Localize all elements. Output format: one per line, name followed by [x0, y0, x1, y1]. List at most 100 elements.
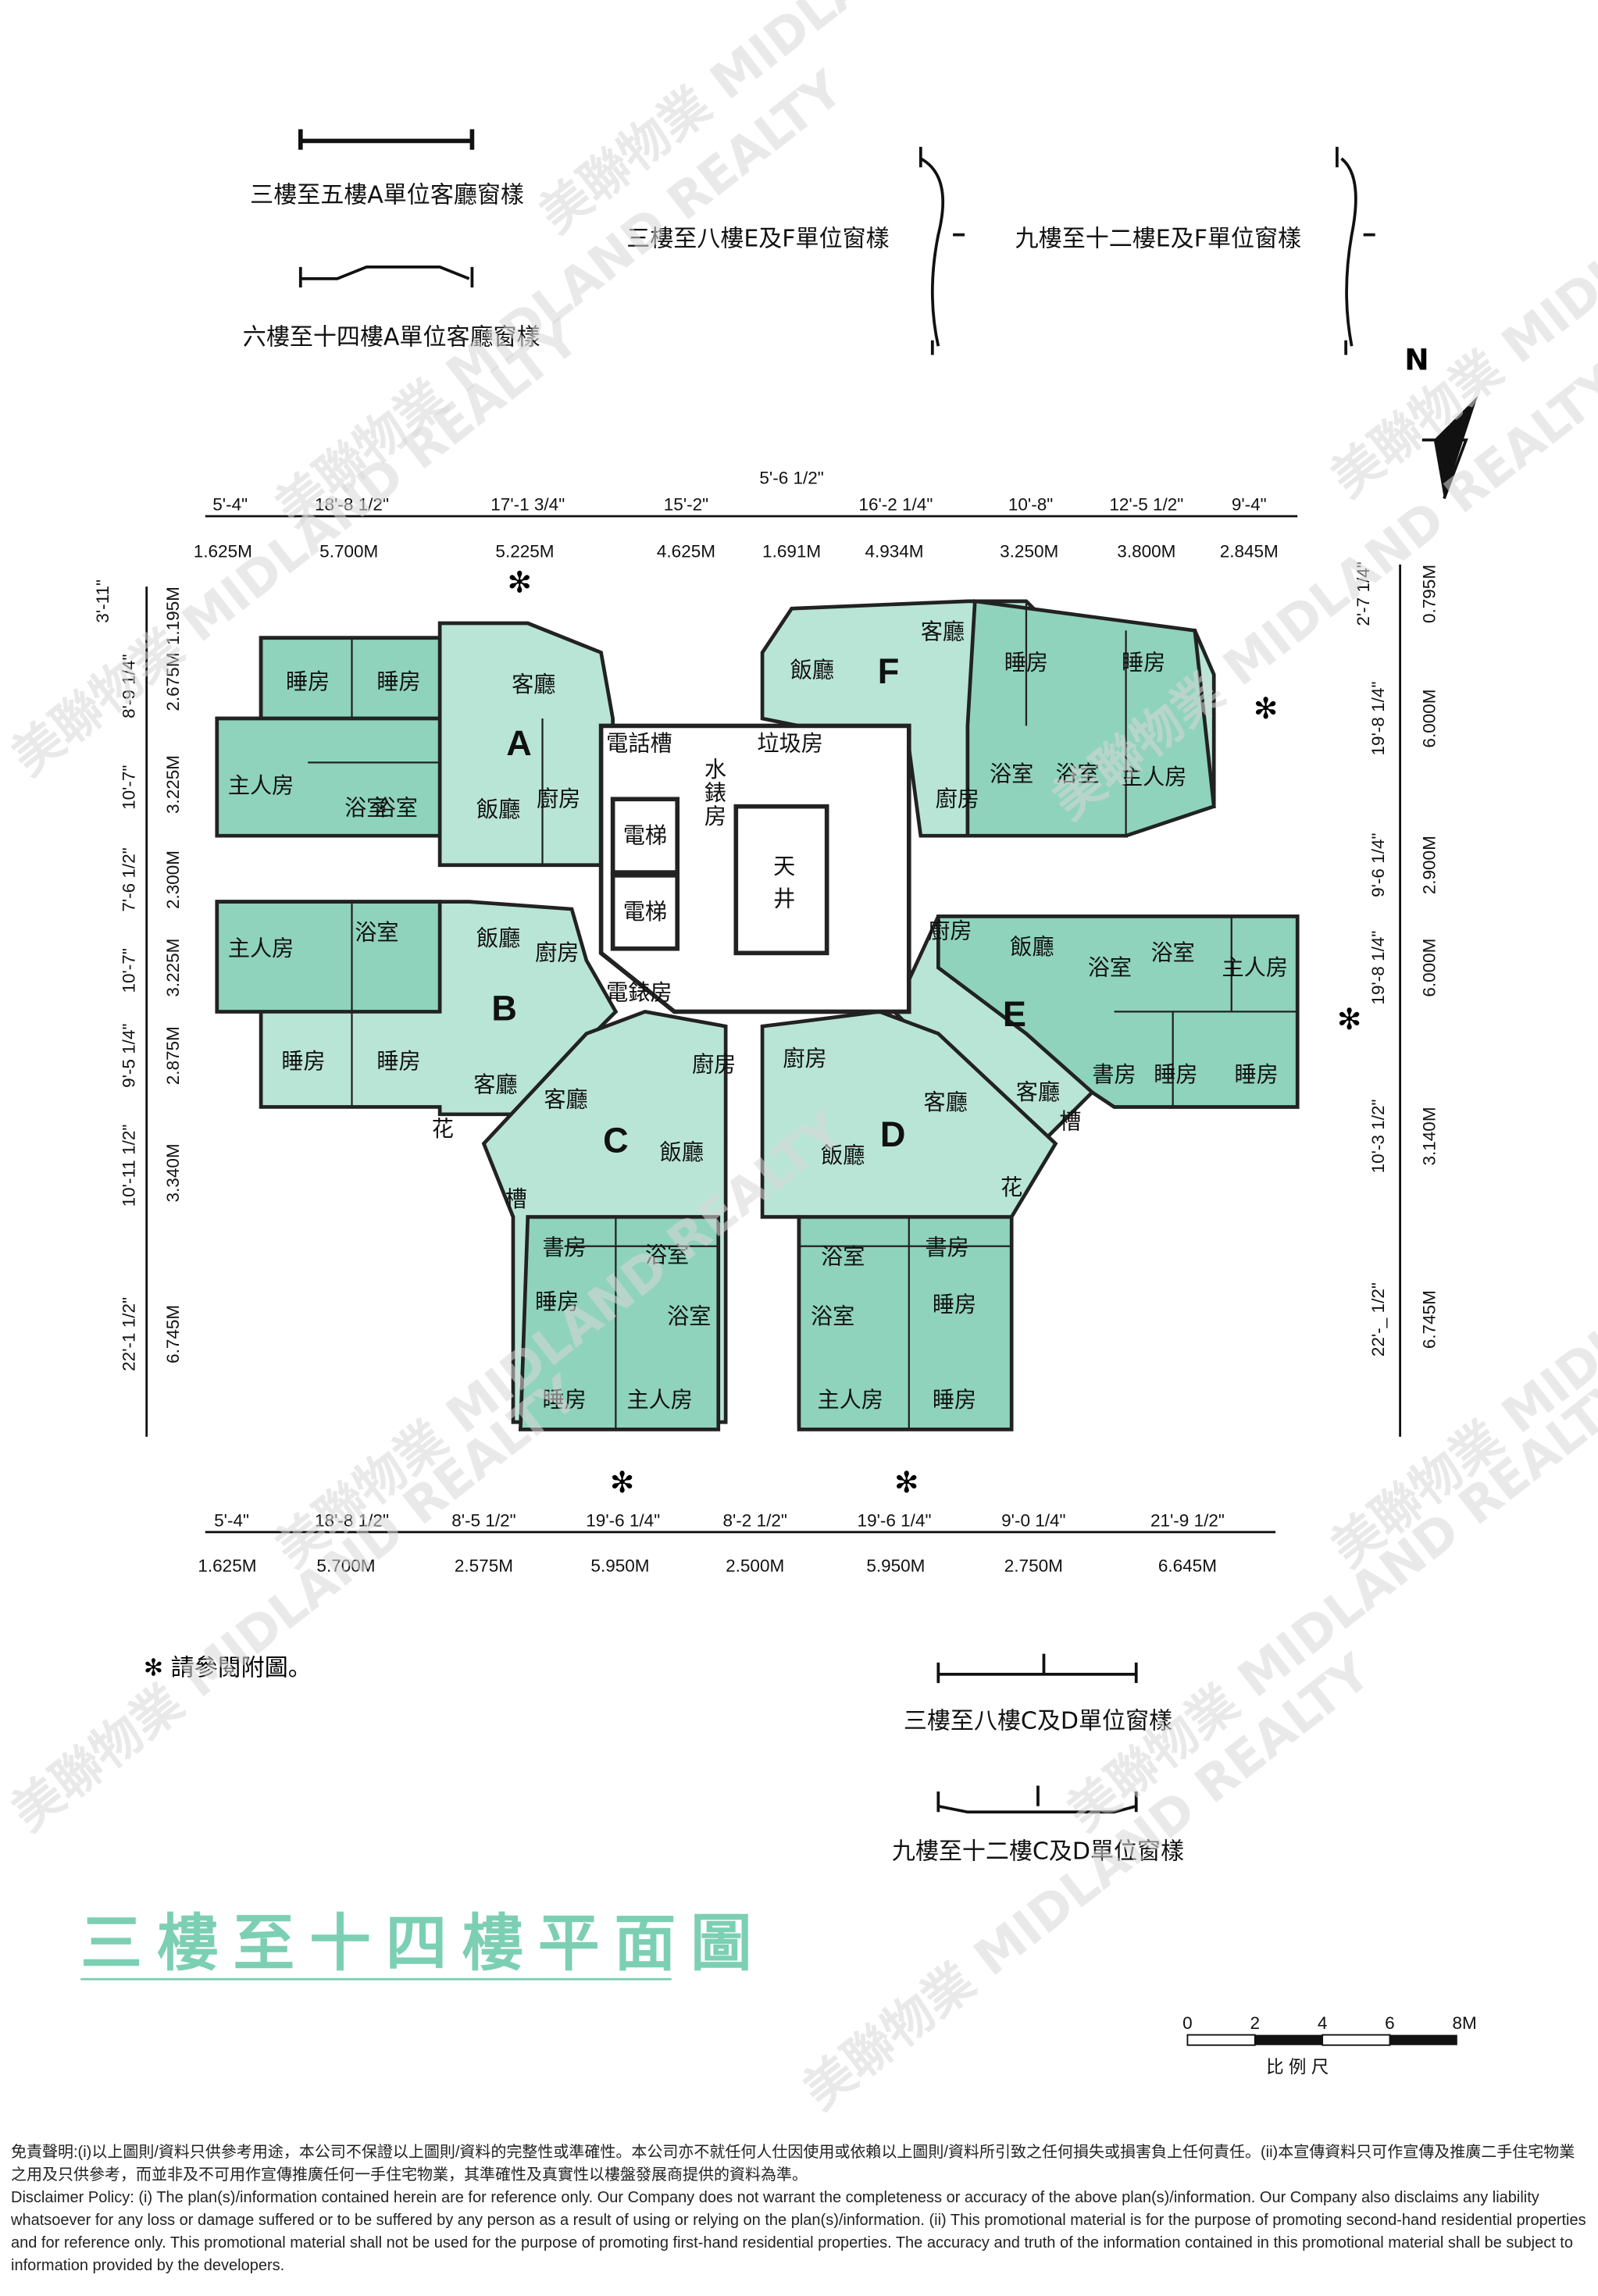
svg-text:✻: ✻: [894, 1465, 918, 1499]
svg-text:12'-5 1/2": 12'-5 1/2": [1109, 494, 1183, 514]
svg-text:19'-8 1/4": 19'-8 1/4": [1368, 682, 1388, 756]
svg-text:A: A: [506, 723, 532, 763]
svg-text:天: 天: [773, 854, 795, 879]
svg-text:19'-6 1/4": 19'-6 1/4": [586, 1510, 660, 1530]
svg-text:✻: ✻: [507, 565, 531, 600]
svg-text:睡房: 睡房: [1235, 1062, 1279, 1088]
north-compass-icon: N: [1404, 342, 1479, 500]
svg-text:浴室: 浴室: [821, 1243, 865, 1269]
svg-text:廚房: 廚房: [692, 1051, 736, 1077]
svg-text:飯廳: 飯廳: [660, 1139, 704, 1165]
window-label: 三樓至八樓E及F單位窗樣: [626, 226, 889, 253]
svg-text:浴室: 浴室: [645, 1242, 689, 1267]
svg-text:21'-9 1/2": 21'-9 1/2": [1150, 1510, 1225, 1530]
svg-text:睡房: 睡房: [535, 1289, 579, 1314]
svg-text:✻: ✻: [1254, 691, 1278, 726]
svg-text:廚房: 廚房: [537, 786, 580, 812]
svg-text:睡房: 睡房: [933, 1387, 976, 1413]
svg-text:8'-2 1/2": 8'-2 1/2": [722, 1510, 787, 1530]
window-label: 三樓至八樓C及D單位窗樣: [904, 1707, 1172, 1734]
top-dimensions: 5'-4" 18'-8 1/2" 17'-1 3/4" 15'-2" 5'-6 1/2"…: [194, 469, 1279, 562]
window-label: 三樓至五樓A單位客廳窗樣: [250, 181, 524, 209]
svg-text:5'-6 1/2": 5'-6 1/2": [759, 469, 823, 488]
svg-text:3.340M: 3.340M: [163, 1143, 183, 1202]
left-dimensions: 3'-11"8'-9 1/4"10'-7"7'-6 1/2"10'-7"9'-5…: [93, 579, 183, 1371]
svg-text:2: 2: [1250, 2013, 1261, 2033]
svg-text:0: 0: [1182, 2013, 1193, 2033]
svg-text:飯廳: 飯廳: [821, 1143, 865, 1168]
svg-text:睡房: 睡房: [1004, 650, 1048, 676]
svg-text:6: 6: [1385, 2013, 1395, 2033]
unit-D: D 廚房客廳飯廳書房浴室睡房浴室主人房睡房: [783, 1046, 976, 1413]
svg-text:浴室: 浴室: [990, 761, 1033, 787]
svg-text:9'-0 1/4": 9'-0 1/4": [1001, 1510, 1065, 1530]
dimension-lines: [145, 515, 1402, 1534]
svg-text:2.900M: 2.900M: [1420, 836, 1439, 894]
unit-B: B 主人房浴室飯廳廚房睡房睡房客廳: [228, 919, 580, 1097]
disclaimer-zh: 免責聲明:(i)以上圖則/資料只供參考用途，本公司不保證以上圖則/資料的完整性或…: [11, 2144, 1575, 2184]
svg-text:E: E: [1003, 994, 1026, 1034]
building-core: 電話槽垃圾房 水錶房 電梯電梯 天井 電錶房: [606, 730, 823, 1005]
svg-text:廚房: 廚房: [783, 1046, 826, 1071]
svg-text:浴室: 浴室: [374, 795, 418, 821]
unit-shapes: [215, 599, 1300, 1431]
svg-text:主人房: 主人房: [228, 773, 294, 799]
svg-text:D: D: [880, 1114, 906, 1154]
svg-text:16'-2 1/4": 16'-2 1/4": [858, 494, 933, 514]
svg-text:主人房: 主人房: [1222, 955, 1288, 981]
svg-text:美聯物業 MIDLAND REALTY: 美聯物業 MIDLAND REALTY: [1057, 1364, 1598, 1842]
svg-text:1.691M: 1.691M: [762, 542, 821, 562]
svg-text:2.300M: 2.300M: [163, 850, 183, 909]
svg-text:錶: 錶: [704, 780, 726, 806]
svg-text:18'-8 1/2": 18'-8 1/2": [315, 1510, 389, 1530]
svg-text:10'-7": 10'-7": [119, 948, 139, 993]
window-label: 九樓至十二樓C及D單位窗樣: [892, 1838, 1184, 1865]
svg-text:3.225M: 3.225M: [163, 755, 183, 814]
svg-text:5.950M: 5.950M: [866, 1556, 925, 1575]
svg-text:1.195M: 1.195M: [163, 586, 183, 645]
disclaimer: 免責聲明:(i)以上圖則/資料只供參考用途，本公司不保證以上圖則/資料的完整性或…: [11, 2141, 1589, 2277]
svg-text:5.225M: 5.225M: [495, 542, 554, 562]
svg-text:飯廳: 飯廳: [476, 797, 520, 822]
svg-text:9'-6 1/4": 9'-6 1/4": [1368, 833, 1388, 897]
svg-text:2'-7 1/4": 2'-7 1/4": [1354, 562, 1373, 626]
svg-text:6.745M: 6.745M: [1420, 1290, 1439, 1349]
svg-text:8M: 8M: [1453, 2013, 1477, 2033]
svg-text:井: 井: [773, 886, 795, 911]
svg-text:房: 房: [704, 804, 726, 829]
svg-text:浴室: 浴室: [355, 919, 398, 945]
svg-text:浴室: 浴室: [1056, 761, 1100, 787]
svg-text:浴室: 浴室: [811, 1303, 854, 1329]
svg-text:睡房: 睡房: [1154, 1062, 1197, 1088]
svg-text:19'-8 1/4": 19'-8 1/4": [1368, 931, 1388, 1005]
svg-text:17'-1 3/4": 17'-1 3/4": [490, 494, 565, 514]
svg-text:2.845M: 2.845M: [1220, 542, 1279, 562]
svg-text:8'-9 1/4": 8'-9 1/4": [119, 654, 139, 718]
svg-text:電梯: 電梯: [623, 899, 667, 925]
svg-text:美聯物業 MIDLAND REALTY: 美聯物業 MIDLAND REALTY: [1043, 353, 1598, 831]
svg-text:3.140M: 3.140M: [1420, 1107, 1439, 1165]
svg-text:5.700M: 5.700M: [316, 1556, 375, 1575]
svg-text:10'-11 1/2": 10'-11 1/2": [119, 1125, 139, 1207]
svg-text:槽: 槽: [1059, 1109, 1081, 1135]
svg-text:5'-4": 5'-4": [212, 494, 248, 514]
svg-text:2.575M: 2.575M: [455, 1556, 513, 1575]
svg-text:6.645M: 6.645M: [1158, 1556, 1217, 1575]
svg-text:飯廳: 飯廳: [476, 925, 520, 951]
svg-text:5.950M: 5.950M: [590, 1556, 649, 1575]
svg-text:18'-8 1/2": 18'-8 1/2": [315, 494, 389, 514]
svg-text:8'-5 1/2": 8'-5 1/2": [451, 1510, 515, 1530]
svg-text:比 例 尺: 比 例 尺: [1266, 2057, 1329, 2077]
svg-text:浴室: 浴室: [667, 1303, 711, 1329]
svg-text:5.700M: 5.700M: [319, 542, 378, 562]
svg-text:主人房: 主人房: [228, 936, 294, 961]
svg-text:槽: 槽: [505, 1186, 527, 1212]
svg-text:客廳: 客廳: [473, 1072, 517, 1098]
svg-text:廚房: 廚房: [928, 918, 972, 944]
svg-text:19'-6 1/4": 19'-6 1/4": [858, 1510, 932, 1530]
svg-text:6.000M: 6.000M: [1420, 689, 1439, 747]
svg-text:✻: ✻: [610, 1465, 634, 1499]
svg-text:15'-2": 15'-2": [664, 494, 708, 514]
svg-text:9'-4": 9'-4": [1232, 494, 1267, 514]
svg-text:客廳: 客廳: [512, 672, 555, 697]
